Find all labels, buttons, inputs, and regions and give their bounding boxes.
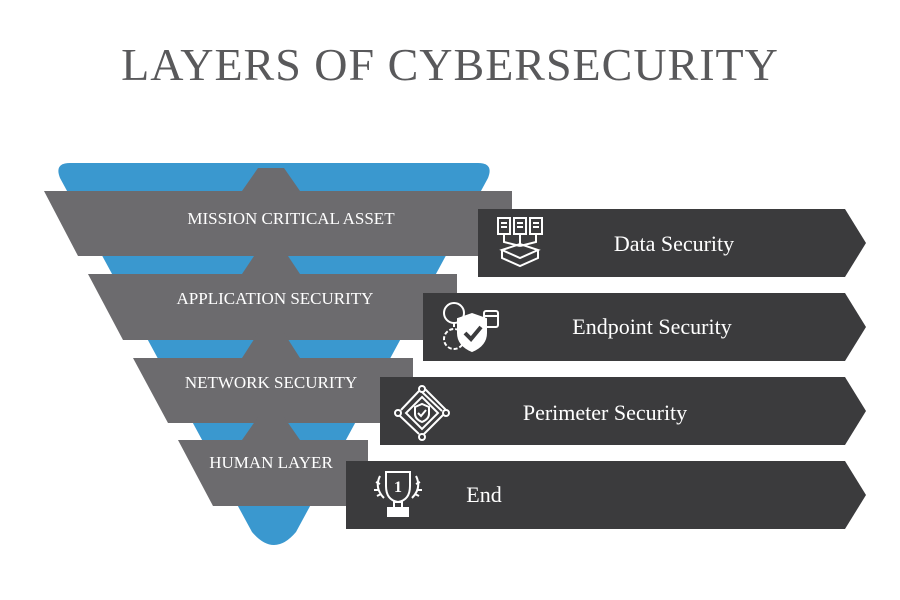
- layer-1-label: MISSION CRITICAL ASSET: [187, 209, 395, 228]
- layer-4-arrow: [346, 461, 866, 529]
- documents-tray-icon: [497, 217, 543, 268]
- layer-3-arrow: [380, 377, 866, 445]
- layer-1-arrow: [478, 209, 866, 277]
- layer-1-tab: [242, 168, 300, 191]
- layer-3-tab: [242, 333, 300, 358]
- layer-3: NETWORK SECURITY Perimeter Security: [133, 333, 866, 445]
- trophy-icon: 1: [374, 471, 422, 517]
- layer-1: MISSION CRITICAL ASSET Data Security: [44, 168, 866, 277]
- layer-2-band: [88, 274, 457, 340]
- layer-2-arrow: [423, 293, 866, 361]
- layer-1-arrow-label: Data Security: [614, 231, 734, 256]
- layer-2-label: APPLICATION SECURITY: [177, 289, 374, 308]
- layer-4-band: [178, 440, 368, 506]
- layer-2-tab: [242, 250, 300, 274]
- layer-4: 1 HUMAN LAYER End: [178, 417, 866, 529]
- layer-4-arrow-label: End: [466, 482, 501, 507]
- layer-2-arrow-label: Endpoint Security: [572, 314, 731, 339]
- layer-1-band: [44, 191, 512, 256]
- diagram-title: LAYERS OF CYBERSECURITY: [121, 39, 779, 90]
- layer-3-arrow-label: Perimeter Security: [523, 400, 687, 425]
- layer-3-label: NETWORK SECURITY: [185, 373, 357, 392]
- layer-3-band: [133, 358, 413, 423]
- layer-2: APPLICATION SECURITY Endpoint Security: [88, 250, 866, 361]
- shield-gear-icon: [443, 302, 499, 353]
- network-shield-icon: [394, 385, 450, 441]
- layer-4-tab: [242, 417, 300, 440]
- svg-text:1: 1: [394, 479, 402, 496]
- layer-4-label: HUMAN LAYER: [209, 453, 333, 472]
